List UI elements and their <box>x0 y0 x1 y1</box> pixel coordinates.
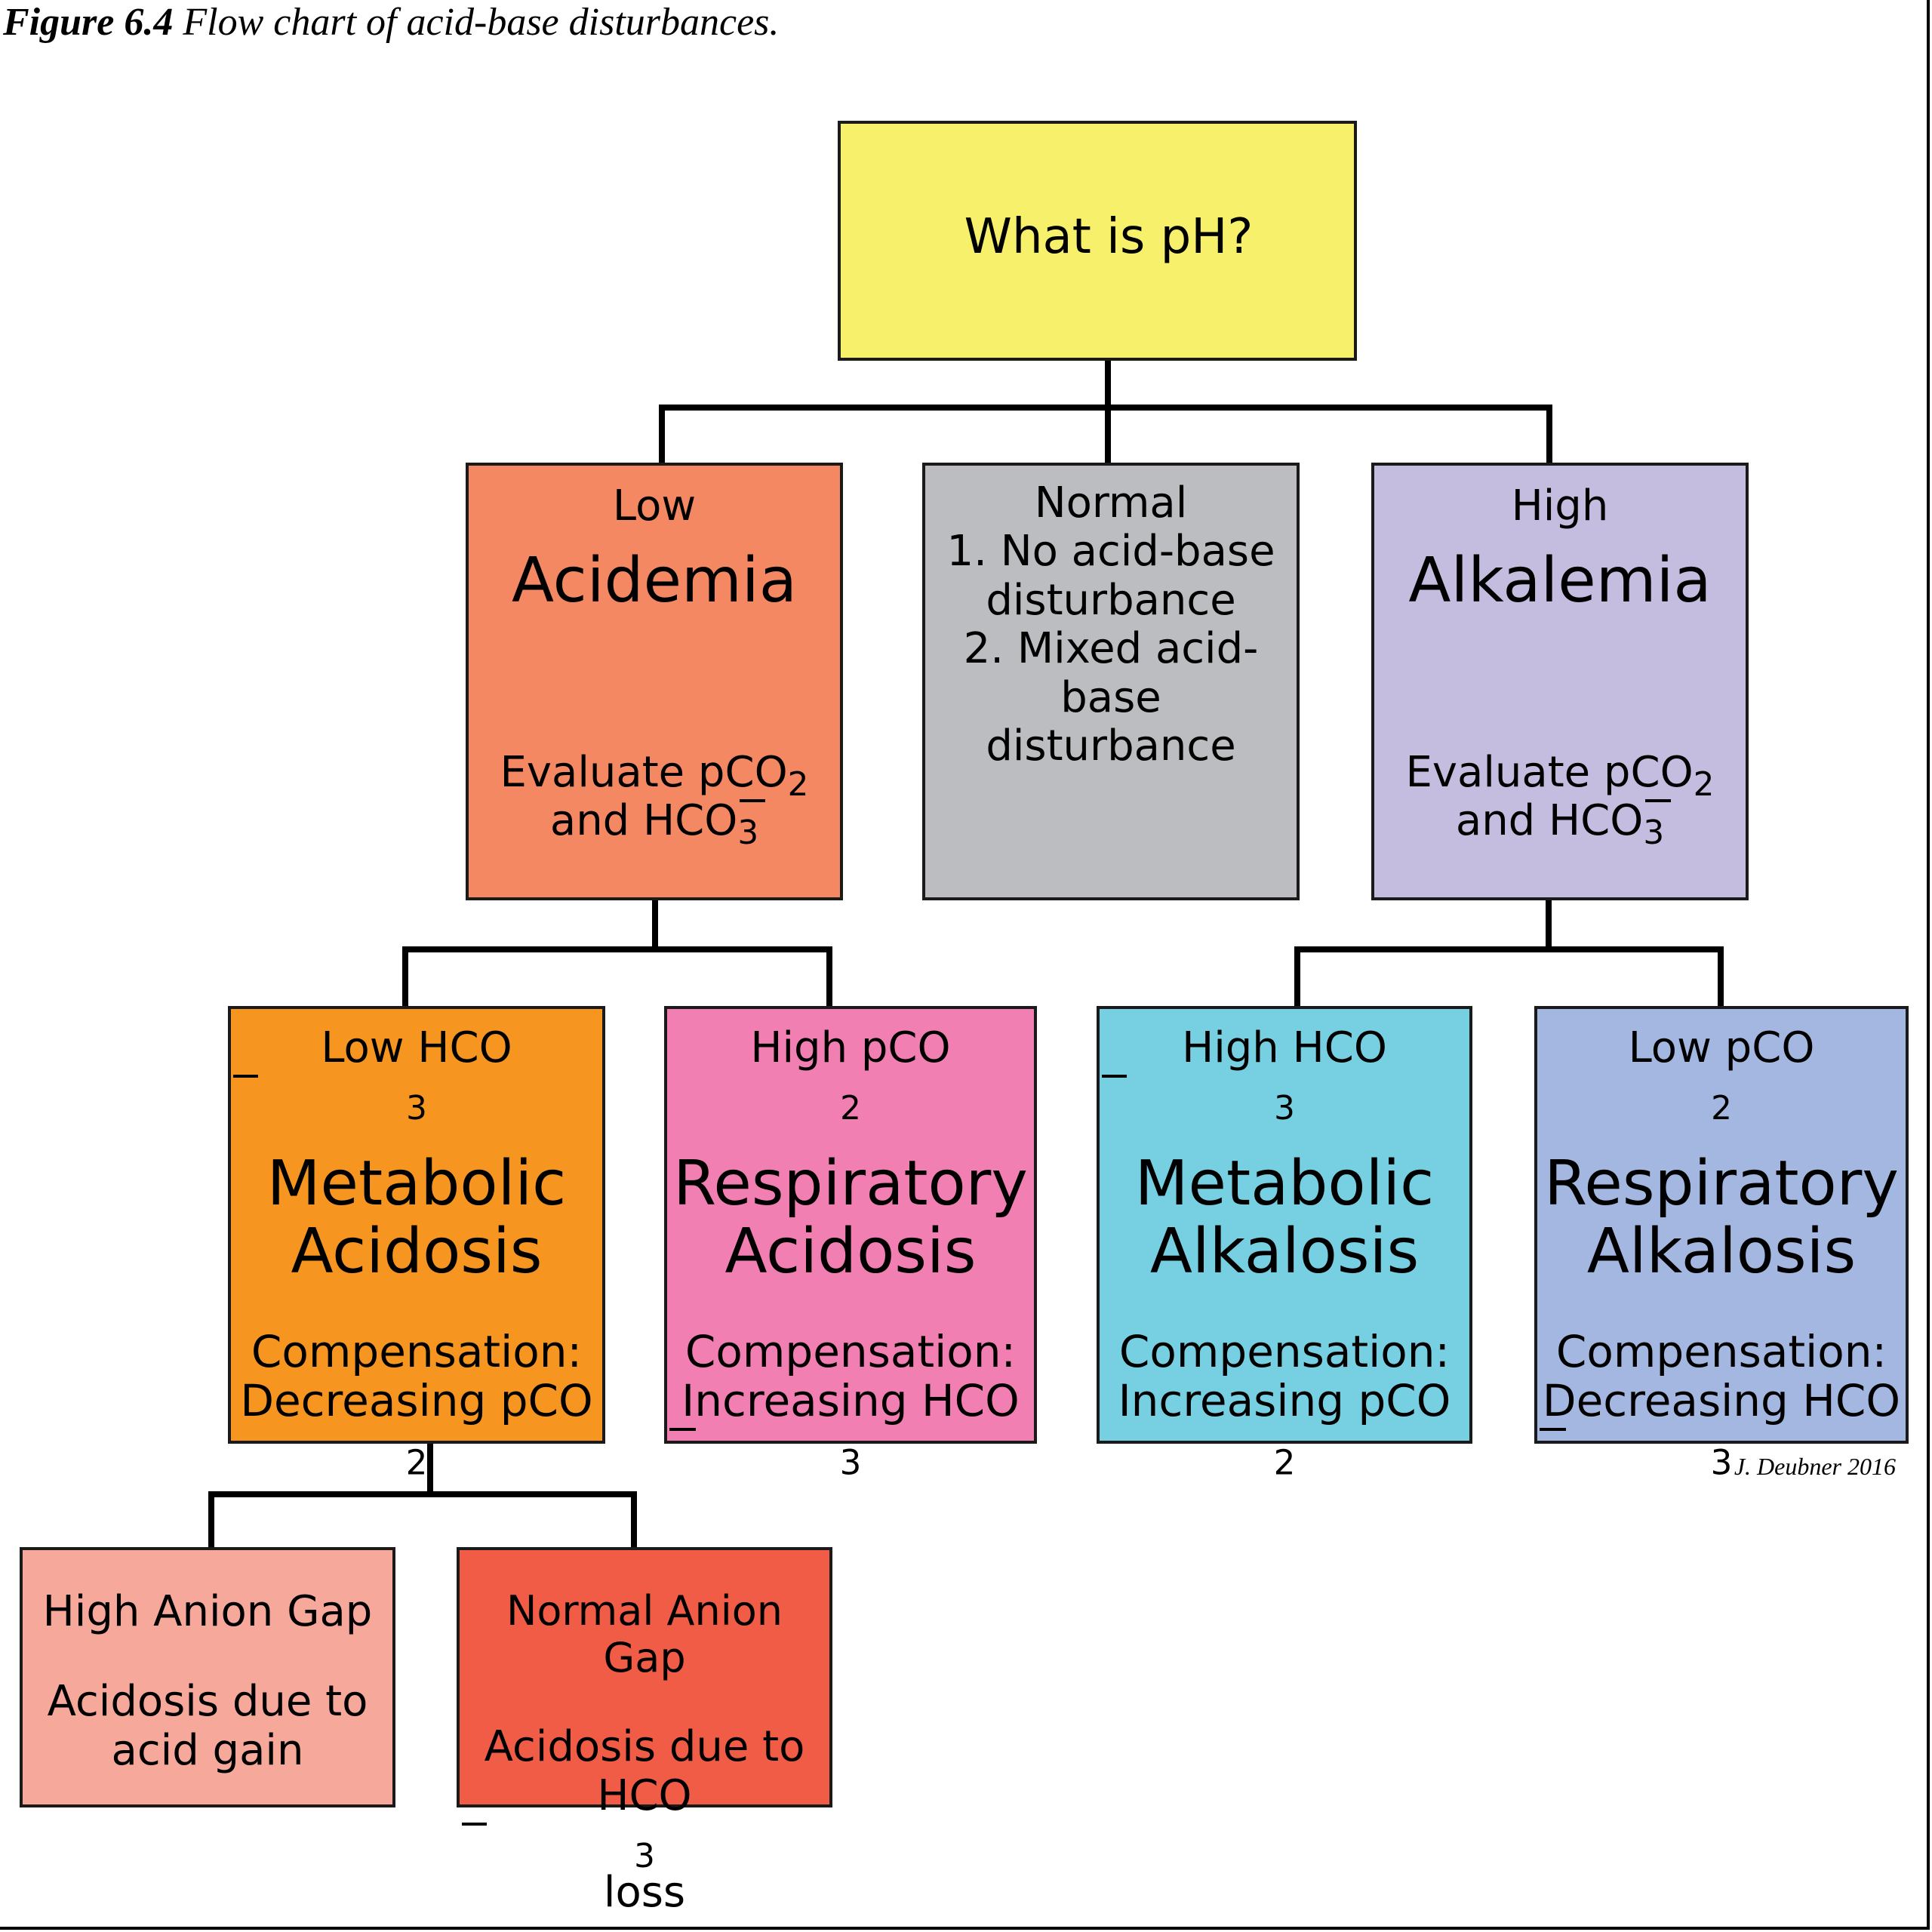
respiratory-acidosis-comp-label: Compensation: <box>685 1326 1017 1378</box>
metabolic-alkalosis-title-line1: Metabolic <box>1134 1147 1435 1220</box>
alkalemia-eval-line1: Evaluate pCO2 <box>1405 747 1715 804</box>
acidemia-title: Acidemia <box>512 545 797 617</box>
box-normal: Normal 1. No acid-base disturbance 2. Mi… <box>922 463 1300 900</box>
box-high-anion-gap: High Anion Gap Acidosis due to acid gain <box>20 1547 395 1807</box>
normal-top-label: Normal <box>1034 478 1188 528</box>
connector-root <box>659 358 1552 466</box>
connector-alkalemia <box>1294 897 1724 1009</box>
respiratory-acidosis-title-line1: Respiratory <box>673 1147 1028 1220</box>
root-box-ph: What is pH? <box>838 121 1357 361</box>
high-anion-gap-desc-line1: Acidosis due to <box>47 1677 368 1727</box>
respiratory-alkalosis-title-line1: Respiratory <box>1544 1147 1899 1220</box>
alkalemia-title: Alkalemia <box>1408 545 1712 617</box>
respiratory-acidosis-title-line2: Acidosis <box>724 1215 977 1287</box>
metabolic-alkalosis-comp-label: Compensation: <box>1118 1326 1451 1378</box>
author-signature: J. Deubner 2016 <box>1734 1453 1896 1480</box>
acidemia-eval-line1: Evaluate pCO2 <box>500 747 809 804</box>
normal-item2: 2. Mixed acid-base <box>963 624 1259 722</box>
respiratory-alkalosis-title-line2: Alkalosis <box>1586 1215 1857 1287</box>
high-anion-gap-title: High Anion Gap <box>42 1587 373 1636</box>
figure-label: Figure 6.4 <box>3 1 174 44</box>
normal-anion-gap-desc-line1: Acidosis due to <box>484 1722 805 1772</box>
alkalemia-top-label: High <box>1511 481 1609 531</box>
metabolic-acidosis-title-line2: Acidosis <box>291 1215 543 1287</box>
normal-item1: 1. No acid-base <box>946 527 1275 577</box>
root-label: What is pH? <box>964 209 1254 265</box>
metabolic-acidosis-comp-label: Compensation: <box>251 1326 583 1378</box>
connector-metabolic-acidosis <box>208 1441 637 1550</box>
acidemia-top-label: Low <box>612 481 697 531</box>
normal-item2-line2: disturbance <box>986 721 1236 771</box>
respiratory-alkalosis-comp-label: Compensation: <box>1555 1326 1887 1378</box>
connector-acidemia <box>402 897 832 1009</box>
normal-item1-line2: disturbance <box>986 575 1236 625</box>
metabolic-alkalosis-title-line2: Alkalosis <box>1149 1215 1420 1287</box>
normal-anion-gap-title: Normal Anion Gap <box>506 1587 783 1682</box>
figure-caption: Figure 6.4 Flow chart of acid-base distu… <box>3 0 779 45</box>
metabolic-acidosis-title-line1: Metabolic <box>266 1147 567 1220</box>
figure-caption-text: Flow chart of acid-base disturbances. <box>183 1 780 44</box>
high-anion-gap-desc-line2: acid gain <box>111 1725 304 1775</box>
